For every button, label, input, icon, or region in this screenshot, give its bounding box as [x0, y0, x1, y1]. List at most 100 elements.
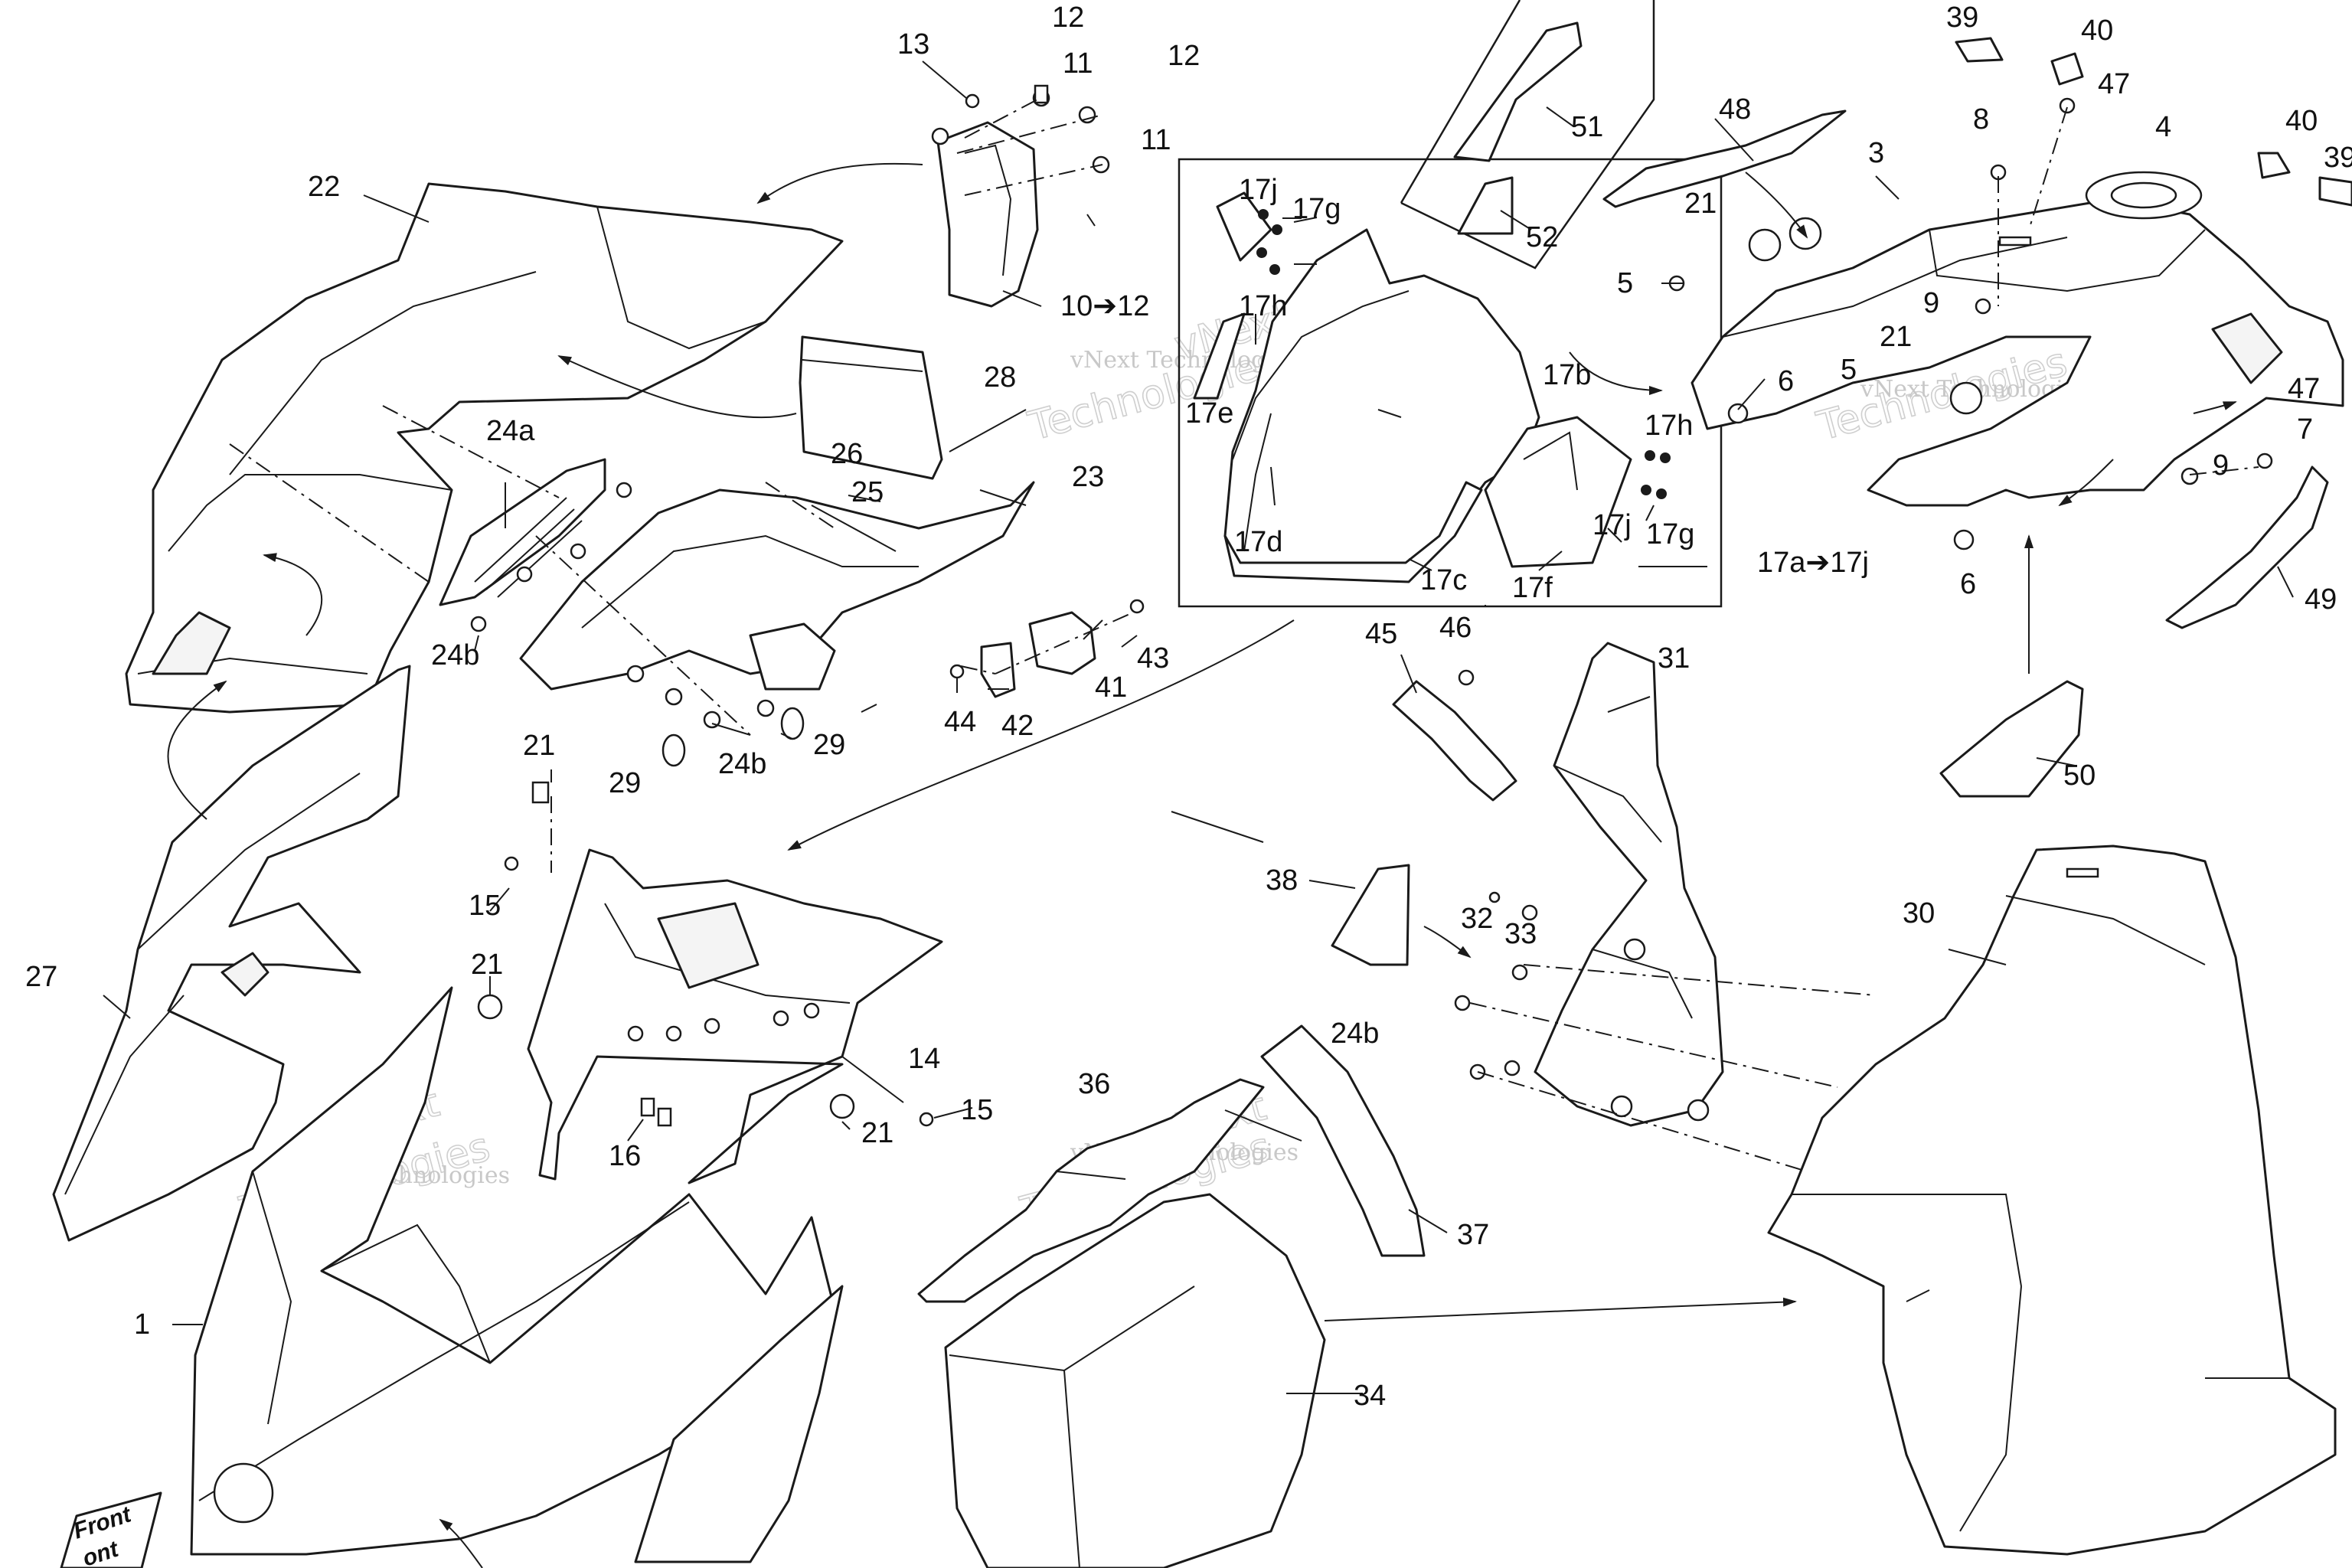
callout-39: 39 — [2324, 142, 2352, 174]
callout-12: 12 — [1052, 2, 1084, 34]
callout-46: 46 — [1439, 612, 1472, 644]
callout-6: 6 — [1960, 568, 1976, 600]
callout-44: 44 — [944, 706, 976, 738]
callout-labels: 1 3 4 5 5 6 6 7 8 9 9 10➔12 11 11 12 12 … — [25, 2, 2352, 1412]
part-27-side-fairing — [52, 665, 411, 1242]
parts-41-44-bracket — [949, 599, 1145, 698]
callout-10-to-12: 10➔12 — [1060, 290, 1149, 322]
callout-16: 16 — [609, 1140, 641, 1172]
callout-5: 5 — [1617, 267, 1633, 299]
alignment-lines — [229, 99, 2259, 1172]
callout-37: 37 — [1457, 1219, 1489, 1251]
part-49-strip — [2165, 466, 2329, 629]
part-50-pad — [1939, 680, 2084, 798]
callout-40: 40 — [2285, 105, 2318, 137]
callout-27: 27 — [25, 961, 57, 993]
part-31-center-frame — [1454, 642, 1724, 1127]
callout-4: 4 — [2155, 111, 2171, 143]
part-48-trim — [1602, 109, 1847, 208]
callout-34: 34 — [1354, 1380, 1386, 1412]
callout-28: 28 — [984, 361, 1016, 394]
callout-51: 51 — [1571, 111, 1603, 143]
callout-17h: 17h — [1645, 410, 1693, 442]
callout-13: 13 — [897, 28, 929, 60]
callout-47: 47 — [2288, 373, 2320, 405]
front-direction-badge: Front ont — [60, 1491, 162, 1568]
part-1-nose-fairing — [190, 986, 844, 1563]
callout-24b: 24b — [431, 639, 479, 671]
callout-52: 52 — [1526, 221, 1558, 253]
callout-24b: 24b — [1331, 1018, 1379, 1050]
part-30-right-fairing — [1767, 844, 2337, 1556]
part-24a-vent — [439, 458, 632, 632]
callout-21: 21 — [1684, 188, 1717, 220]
callout-50: 50 — [2063, 760, 2096, 792]
callout-21: 21 — [471, 949, 503, 981]
callout-31: 31 — [1658, 642, 1690, 675]
callout-24a: 24a — [486, 415, 535, 447]
assembly-arrows — [167, 162, 2237, 1568]
callout-8: 8 — [1973, 103, 1989, 136]
part-14-frame-bracket — [477, 781, 943, 1184]
callout-22: 22 — [308, 171, 340, 203]
callout-5: 5 — [1841, 354, 1857, 386]
callout-9: 9 — [1923, 287, 1939, 319]
part-23-bracket — [519, 481, 1035, 767]
callout-36: 36 — [1078, 1068, 1110, 1100]
windshield-kit-box — [1178, 158, 1723, 608]
callout-47: 47 — [2098, 68, 2130, 100]
callout-17c: 17c — [1420, 564, 1467, 596]
callout-48: 48 — [1719, 93, 1751, 126]
callout-15: 15 — [469, 890, 501, 922]
callout-9: 9 — [2213, 449, 2229, 482]
callout-17j: 17j — [1239, 174, 1278, 206]
callout-21: 21 — [523, 730, 555, 762]
part-10-headlight-bracket — [931, 84, 1110, 308]
part-22-upper-fairing — [125, 182, 844, 714]
callout-41: 41 — [1095, 671, 1127, 704]
callout-11: 11 — [1141, 124, 1171, 156]
callout-23: 23 — [1072, 461, 1104, 493]
callout-17e: 17e — [1185, 397, 1233, 430]
part-3-tank-cover — [1668, 97, 2344, 550]
callout-49: 49 — [2305, 583, 2337, 616]
parts-39-40-hardware — [1955, 37, 2352, 207]
part-45-strap — [1392, 669, 1517, 802]
callout-42: 42 — [1001, 710, 1034, 742]
callout-17h: 17h — [1239, 290, 1287, 322]
callout-30: 30 — [1903, 897, 1935, 929]
callout-39: 39 — [1946, 2, 1978, 34]
callout-1: 1 — [134, 1308, 150, 1341]
part-38-wedge — [1331, 864, 1410, 966]
callout-38: 38 — [1266, 864, 1298, 897]
callout-43: 43 — [1137, 642, 1169, 675]
callout-12: 12 — [1168, 40, 1200, 72]
callout-21: 21 — [861, 1117, 893, 1149]
callout-32: 32 — [1461, 903, 1493, 935]
callout-17a-to-17j: 17a➔17j — [1757, 547, 1869, 579]
callout-14: 14 — [908, 1043, 940, 1075]
callout-17j: 17j — [1592, 509, 1632, 541]
callout-26: 26 — [831, 438, 863, 470]
callout-25: 25 — [851, 476, 884, 508]
callout-33: 33 — [1504, 918, 1537, 950]
callout-24b: 24b — [718, 748, 766, 780]
callout-21: 21 — [1880, 321, 1912, 353]
callout-17g: 17g — [1646, 518, 1694, 550]
callout-29: 29 — [813, 729, 845, 761]
part-36-side-panel — [917, 1078, 1265, 1303]
callout-17f: 17f — [1512, 572, 1553, 604]
callout-17d: 17d — [1234, 526, 1282, 558]
leader-lines — [103, 60, 2294, 1394]
callout-40: 40 — [2081, 15, 2113, 47]
part-28-panel — [799, 335, 943, 480]
part-34-lower-panel — [944, 1193, 1326, 1568]
side-panel-box — [1400, 0, 1655, 270]
callout-7: 7 — [2297, 413, 2313, 446]
callout-6: 6 — [1778, 365, 1794, 397]
callout-17b: 17b — [1543, 359, 1591, 391]
callout-45: 45 — [1365, 618, 1397, 650]
part-37-side-strip — [1260, 1024, 1426, 1257]
callout-3: 3 — [1868, 137, 1884, 169]
